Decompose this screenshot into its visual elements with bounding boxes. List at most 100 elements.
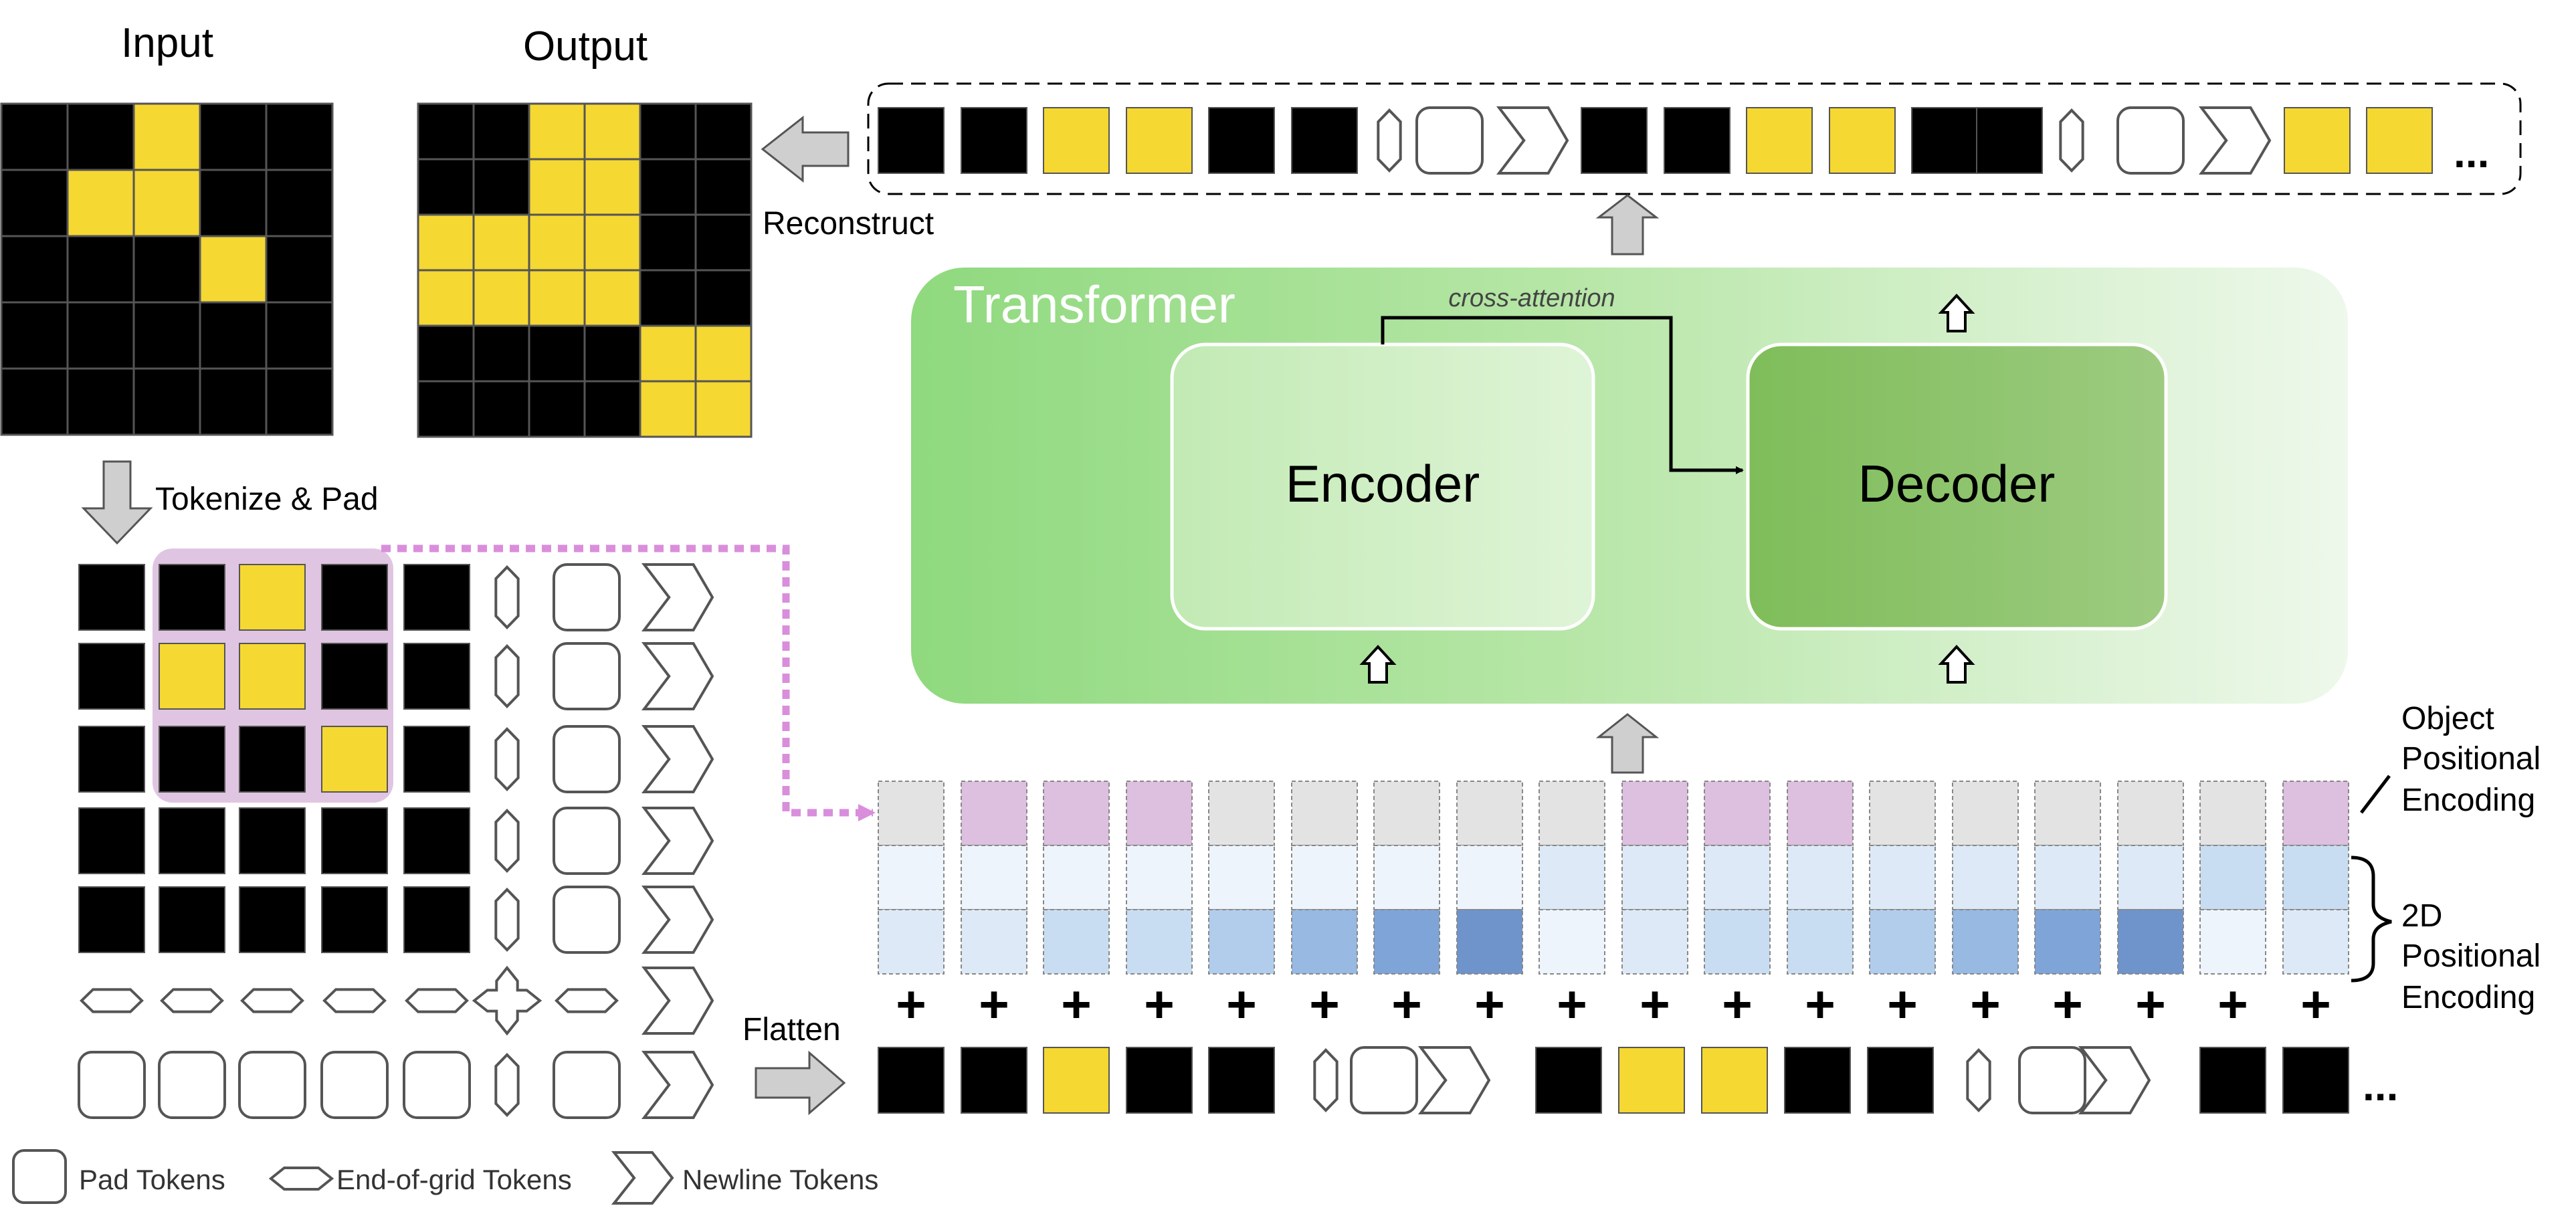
- pad-token: [320, 1051, 389, 1119]
- black-token: [961, 1047, 1027, 1114]
- object-pe-cell: [2117, 781, 2184, 846]
- grid-cell: [417, 213, 475, 272]
- grid-cell: [0, 367, 69, 436]
- encoder-label: Encoder: [1286, 454, 1480, 513]
- black-token: [403, 807, 470, 874]
- yellow-token: [1701, 1047, 1768, 1114]
- object-pe-cell: [1126, 781, 1193, 846]
- input-sequence: [878, 1046, 2349, 1114]
- tokenize-pad-label: Tokenize & Pad: [155, 482, 379, 517]
- row-pe-cell: [1456, 845, 1523, 910]
- up-arrow-output: [1595, 194, 1660, 256]
- decoder-output-arrow: [1938, 294, 1975, 332]
- plus-sign: +: [896, 975, 926, 1033]
- black-token: [78, 726, 145, 793]
- grid-cell: [132, 169, 201, 237]
- black-token: [403, 564, 470, 631]
- plus-sign: +: [1805, 975, 1836, 1033]
- newline-token-icon: [611, 1151, 674, 1205]
- grid-cell: [0, 102, 69, 171]
- plus-sign: +: [2052, 975, 2083, 1033]
- plus-signs: ++++++++++++++++++: [896, 975, 2331, 1033]
- yellow-token: [239, 564, 306, 631]
- grid-cell: [265, 301, 334, 370]
- grid-cell: [472, 324, 530, 383]
- black-token: [403, 726, 470, 793]
- grid-cell: [66, 235, 135, 304]
- pe2d-label-1: 2D: [2401, 898, 2442, 934]
- black-token: [1976, 107, 2043, 174]
- plus-sign: +: [1061, 975, 1092, 1033]
- row-pe-cell: [1043, 845, 1110, 910]
- row-pe-cell: [2117, 845, 2184, 910]
- black-token: [878, 107, 945, 174]
- grid-cell: [528, 213, 586, 272]
- input-title: Input: [121, 20, 213, 66]
- yellow-token: [1829, 107, 1896, 174]
- end-of-grid-token: [494, 809, 520, 873]
- col-pe-cell: [1208, 909, 1275, 975]
- black-token: [78, 807, 145, 874]
- object-pe-cell: [1869, 781, 1936, 846]
- newline-token: [2198, 106, 2272, 175]
- black-token: [159, 807, 225, 874]
- end-of-grid-token: [80, 988, 144, 1013]
- grid-cell: [66, 102, 135, 171]
- tokenize-arrow: [81, 460, 153, 545]
- grid-cell: [583, 380, 641, 438]
- object-pe-cell: [1208, 781, 1275, 846]
- grid-cell: [639, 158, 697, 216]
- end-of-grid-token: [494, 644, 520, 708]
- newline-token: [641, 1051, 714, 1119]
- decoder-label: Decoder: [1858, 454, 2056, 513]
- object-pe-label-2: Positional: [2401, 741, 2541, 777]
- grid-cell: [265, 102, 334, 171]
- end-of-grid-token: [494, 565, 520, 629]
- black-token: [1867, 1047, 1934, 1114]
- grid-cell: [472, 213, 530, 272]
- object-pe-cell: [1456, 781, 1523, 846]
- grid-cell: [694, 213, 753, 272]
- col-pe-cell: [1704, 909, 1771, 975]
- object-pe-cell: [1373, 781, 1440, 846]
- object-pe-cell: [2034, 781, 2101, 846]
- col-pe-cell: [2282, 909, 2349, 975]
- pad-token: [553, 563, 621, 631]
- black-token: [1126, 1047, 1193, 1114]
- output-sequence: [878, 106, 2433, 175]
- black-token: [321, 886, 388, 953]
- pad-token: [1350, 1046, 1418, 1114]
- flatten-arrow: [755, 1050, 846, 1116]
- grid-cell: [639, 102, 697, 161]
- col-pe-cell: [1043, 909, 1110, 975]
- pad-token: [553, 1051, 621, 1119]
- pad-token: [78, 1051, 146, 1119]
- pad-token: [403, 1051, 471, 1119]
- end-of-grid-token: [494, 1053, 520, 1117]
- black-token: [1664, 107, 1730, 174]
- end-of-grid-token: [1377, 108, 1402, 173]
- col-pe-cell: [2034, 909, 2101, 975]
- grid-cell: [694, 380, 753, 438]
- embedding-up-arrow: [1595, 713, 1660, 774]
- grid-cell: [132, 235, 201, 304]
- object-pe-cell: [878, 781, 945, 846]
- yellow-token: [2284, 107, 2351, 174]
- grid-cell: [132, 367, 201, 436]
- black-token: [1911, 107, 1978, 174]
- object-pe-cell: [1787, 781, 1854, 846]
- output-ellipsis: ...: [2454, 128, 2489, 177]
- newline-token: [1496, 106, 1569, 175]
- object-pe-cell: [1952, 781, 2019, 846]
- row-pe-cell: [1539, 845, 1605, 910]
- pad-token: [553, 642, 621, 710]
- encoder-input-arrow: [1359, 645, 1397, 684]
- black-token: [239, 807, 306, 874]
- yellow-token: [1746, 107, 1813, 174]
- end-of-grid-token: [160, 988, 224, 1013]
- object-pe-cell: [1539, 781, 1605, 846]
- grid-cell: [694, 158, 753, 216]
- input-grid: [0, 102, 334, 436]
- grid-cell: [528, 102, 586, 161]
